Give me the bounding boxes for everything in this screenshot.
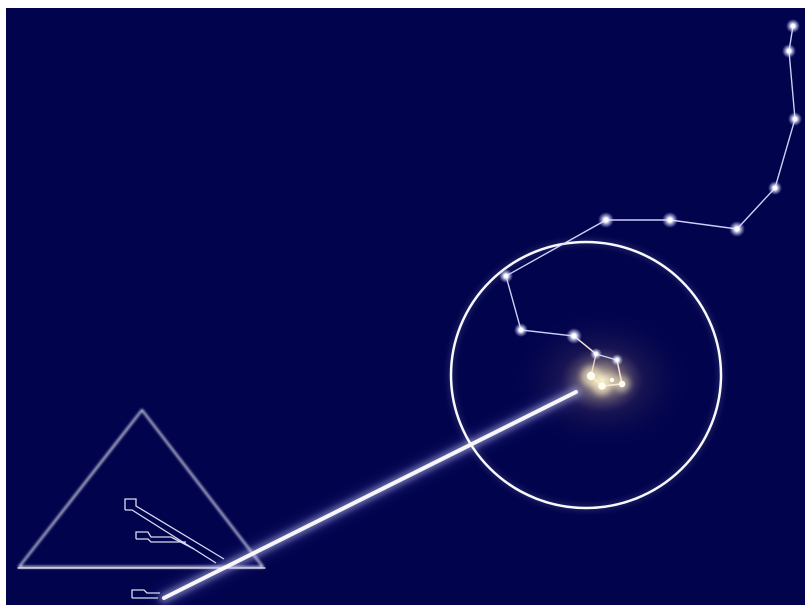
star [788,112,802,126]
internal-shafts [124,498,225,599]
star [598,212,614,228]
lower-chamber [131,589,160,598]
star [782,44,796,58]
star-points [499,19,802,366]
middle-shaft [135,531,195,550]
star [768,181,782,195]
pyramid-outer-edge [18,409,264,568]
upper-shaft [124,498,225,560]
star [729,221,745,237]
star [514,323,528,337]
target-circle [448,239,724,511]
light-beam [155,383,585,605]
bright-core-stars [581,366,630,395]
middle-shaft-lower [136,538,186,543]
night-sky-background [6,8,805,605]
star [499,269,513,283]
pyramid-star-diagram [6,8,805,605]
star [611,354,623,366]
star [786,19,800,33]
star [566,328,582,344]
star [662,212,678,228]
bright-star [606,374,618,386]
star [590,348,602,360]
